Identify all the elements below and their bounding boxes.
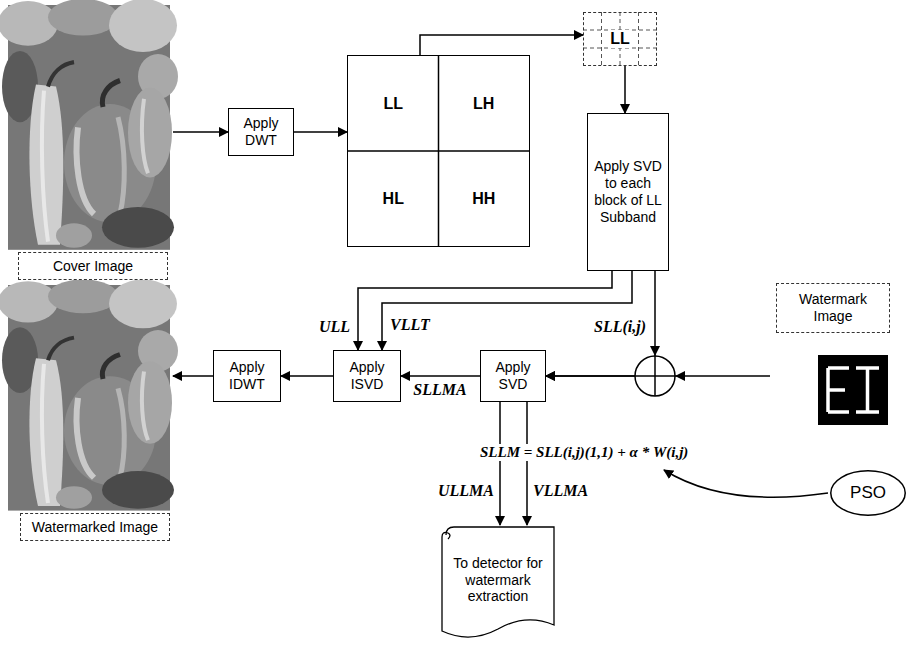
edge-label: SLL(i,j)	[592, 318, 648, 336]
text-holder: PSO	[850, 483, 886, 503]
adder-circle	[635, 346, 685, 396]
subband-grid: LL LH HL HH	[347, 55, 530, 247]
flow-arrow	[281, 375, 333, 377]
process-box: Apply ISVD	[333, 350, 401, 402]
pso-leader	[664, 470, 828, 497]
flow-arrow	[526, 402, 528, 525]
flow-arrow	[546, 375, 770, 377]
text-holder: Apply SVD to each block of LL Subband	[592, 158, 664, 225]
node-text: LL	[608, 30, 632, 48]
flow-arrow	[546, 271, 655, 376]
node-text: Apply IDWT	[229, 359, 265, 392]
node-text: Watermarked Image	[32, 519, 158, 536]
flow-arrow	[420, 35, 583, 55]
node-text: HL	[383, 190, 404, 208]
cover-photo	[0, 0, 178, 250]
edge-label: SLLMA	[411, 381, 468, 399]
flow-arrow	[499, 402, 501, 525]
flow-arrow	[294, 131, 347, 133]
node-text: Apply ISVD	[349, 359, 384, 392]
node-text: Apply DWT	[243, 115, 278, 148]
process-box: Apply IDWT	[213, 350, 281, 402]
node-text: Watermark Image	[783, 291, 883, 325]
process-box: Apply SVD to each block of LL Subband	[587, 113, 669, 271]
node-text: To detector for watermark extraction	[453, 555, 543, 605]
subband-grid-lines	[347, 55, 530, 247]
grid-cell: HH	[439, 151, 530, 246]
watermarked-photo	[0, 279, 178, 510]
text-holder: Apply DWT	[233, 115, 289, 149]
flow-arrow	[173, 375, 213, 377]
edge-label: ULL	[317, 318, 352, 336]
formula-label: SLLM = SLL(i,j)(1,1) + α * W(i,j)	[478, 444, 690, 461]
process-box: Apply SVD	[480, 350, 546, 402]
node-text: LH	[473, 95, 494, 113]
block-grid-lines	[583, 12, 657, 66]
edge-label: VLLT	[388, 316, 432, 334]
node-text: Apply SVD to each block of LL Subband	[594, 158, 662, 224]
document-shape: To detector for watermark extraction	[438, 525, 556, 645]
flow-arrow	[382, 271, 632, 350]
optimizer-ellipse: PSO	[830, 470, 906, 516]
caption-box: Watermark Image	[776, 283, 890, 333]
watermark-picture	[818, 355, 888, 425]
text-holder: Apply ISVD	[338, 359, 396, 393]
flow-arrow	[624, 66, 626, 113]
image-node: Watermark Image	[770, 283, 895, 428]
caption-box: Cover Image	[18, 252, 168, 280]
text-holder: To detector for watermark extraction	[450, 555, 546, 605]
node-text: Cover Image	[53, 258, 133, 275]
text-holder: Apply IDWT	[218, 359, 276, 393]
text-holder: Apply SVD	[485, 359, 541, 393]
image-node: Watermarked Image	[8, 285, 173, 543]
caption-box: Watermarked Image	[20, 513, 170, 541]
flow-arrow	[401, 375, 480, 377]
node-text: LL	[383, 95, 403, 113]
node-text: PSO	[850, 483, 886, 502]
node-text: Apply SVD	[495, 359, 530, 392]
node-text: HH	[472, 190, 495, 208]
edge-label: VLLMA	[531, 482, 590, 500]
grid-cell: LH	[439, 56, 530, 151]
grid-cell: LL	[348, 56, 439, 151]
edge-label: ULLMA	[436, 482, 496, 500]
process-box: Apply DWT	[228, 108, 294, 156]
grid-cell: HL	[348, 151, 439, 246]
block-grid: LL	[583, 12, 657, 66]
image-node: Cover Image	[8, 5, 173, 283]
flow-arrow	[358, 271, 612, 350]
flow-arrow	[173, 131, 228, 133]
